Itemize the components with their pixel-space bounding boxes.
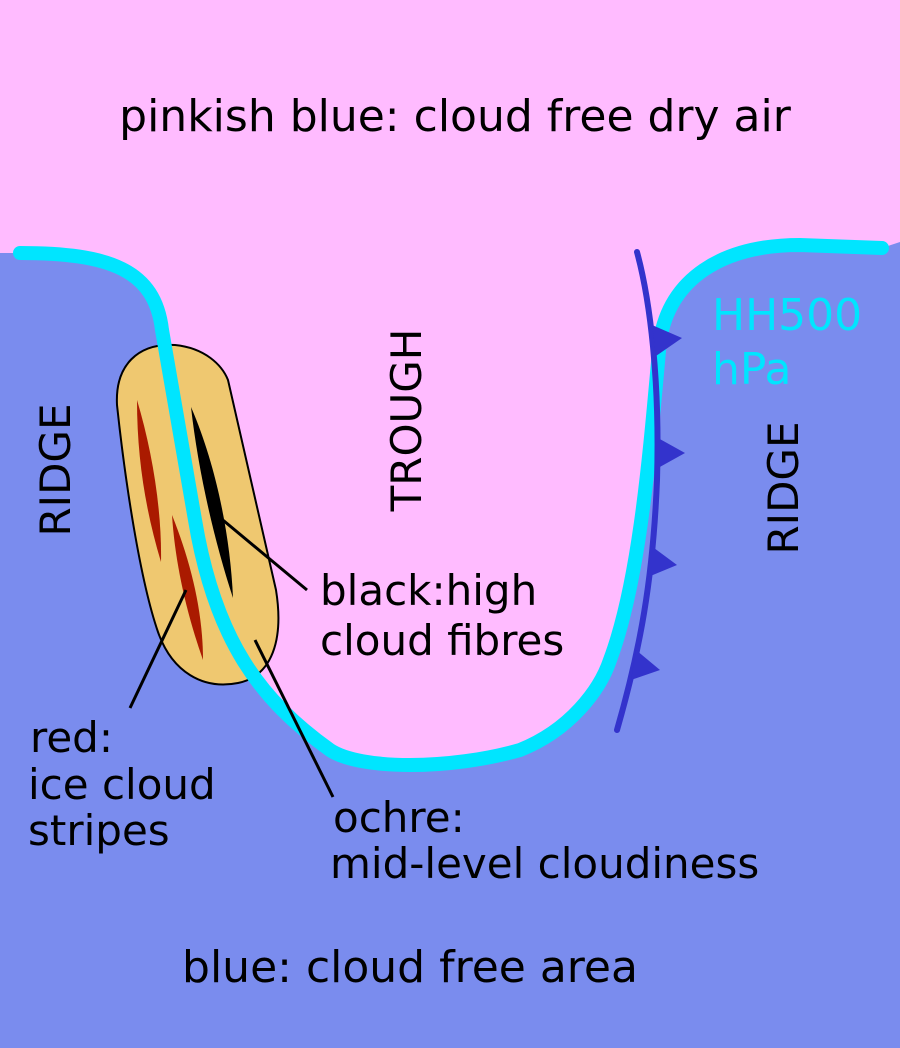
trough-label: TROUGH (382, 329, 431, 513)
red-ice-stripe (137, 400, 162, 562)
black-label-1: black:high (320, 566, 537, 615)
ridge-right-label: RIDGE (759, 422, 808, 555)
leader-line-red (128, 589, 188, 709)
blue-label: blue: cloud free area (182, 942, 638, 993)
ochre-label-2: mid-level cloudiness (330, 839, 759, 888)
leader-line-ochre (253, 639, 335, 798)
front-triangle (658, 438, 685, 468)
red-label-2: ice cloud (28, 760, 216, 809)
black-label-2: cloud fibres (320, 616, 564, 665)
leader-line-black (217, 514, 308, 592)
title-text: pinkish blue: cloud free dry air (119, 91, 792, 142)
hpa-label: hPa (712, 344, 791, 395)
red-label-3: stripes (28, 806, 170, 855)
front-triangle (631, 650, 660, 680)
ochre-label-1: ochre: (333, 793, 465, 842)
front-triangle (648, 545, 677, 577)
black-cloud-fibre (191, 407, 233, 598)
red-ice-stripe (172, 515, 203, 660)
red-label-1: red: (30, 713, 113, 762)
hh500-label: HH500 (712, 290, 862, 341)
front-triangle (652, 325, 682, 356)
ridge-left-label: RIDGE (31, 404, 80, 537)
